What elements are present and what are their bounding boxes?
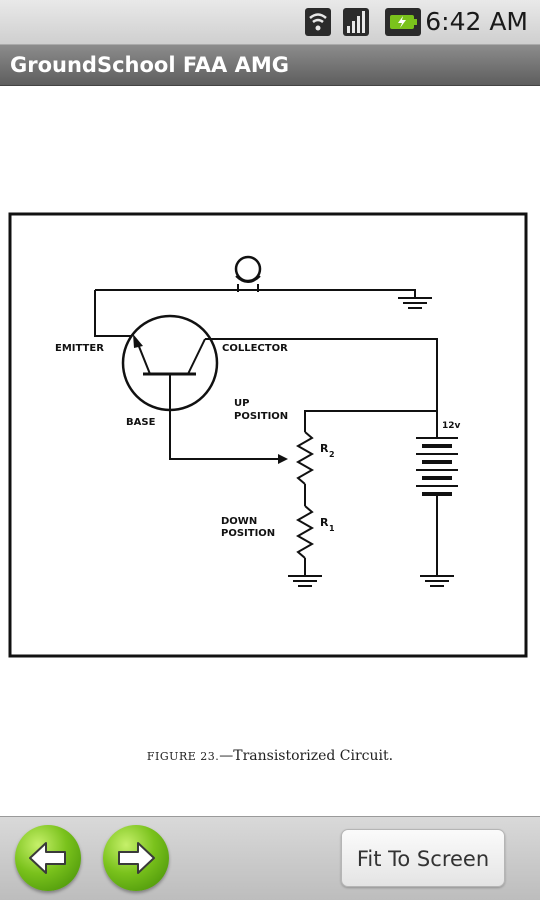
next-button[interactable] [103,825,169,891]
previous-button[interactable] [15,825,81,891]
caption-text: —Transistorized Circuit. [219,748,394,764]
battery-symbol [416,432,458,576]
label-down: DOWN [221,516,257,527]
resistor-r1 [295,505,315,559]
label-r2: R [320,442,329,455]
ground-symbol-top [398,297,432,309]
ground-symbol-right [420,575,454,587]
right-arrow-icon [118,842,155,874]
title-bar: GroundSchool FAA AMG [0,44,540,86]
signal-icon [341,6,371,38]
label-up: UP [234,398,249,409]
figure-frame [8,212,528,658]
label-up-position: POSITION [234,411,288,422]
left-arrow-icon [29,842,66,874]
figure-caption: FIGURE 23.—Transistorized Circuit. [0,748,540,764]
ground-symbol-left [288,575,322,587]
label-base: BASE [126,417,156,428]
label-r1-sub: 1 [329,524,335,533]
label-down-position: POSITION [221,528,275,539]
label-r1: R [320,516,329,529]
fit-to-screen-button[interactable]: Fit To Screen [341,829,505,887]
circuit-diagram: EMITTER COLLECTOR BASE UP POSITION DOWN … [8,212,528,658]
wifi-icon [303,6,333,38]
bottom-toolbar: Fit To Screen [0,816,540,900]
figure-viewer[interactable]: EMITTER COLLECTOR BASE UP POSITION DOWN … [0,86,540,816]
label-r2-sub: 2 [329,450,335,459]
label-emitter: EMITTER [55,343,104,354]
app-title: GroundSchool FAA AMG [10,53,289,77]
resistor-r2 [295,431,315,485]
battery-charging-icon [383,6,423,38]
label-voltage: 12v [442,421,461,431]
status-bar: 6:42 AM [0,0,540,44]
status-time: 6:42 AM [425,7,528,36]
lamp-symbol [234,255,262,283]
caption-prefix: FIGURE 23. [146,750,220,763]
label-collector: COLLECTOR [222,343,288,354]
